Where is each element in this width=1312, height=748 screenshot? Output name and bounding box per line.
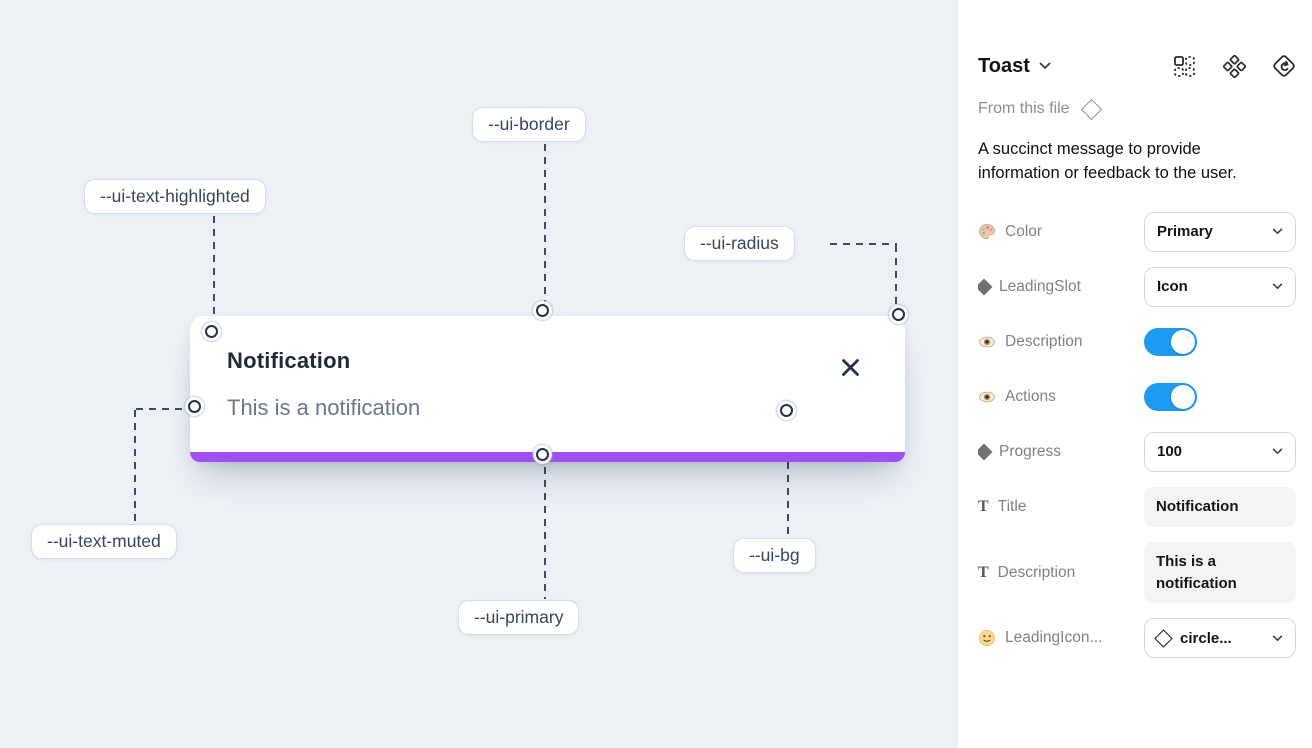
eye-icon [979, 336, 995, 348]
prop-row-progress: Progress 100 [978, 431, 1296, 472]
prop-row-leading-slot: LeadingSlot Icon [978, 266, 1296, 307]
var-label-ui-primary: --ui-primary [458, 600, 580, 635]
leading-icon-select[interactable]: circle... [1144, 618, 1296, 659]
component-icon[interactable] [1222, 54, 1246, 78]
prop-row-actions-toggle: Actions [978, 377, 1296, 417]
var-label-ui-radius: --ui-radius [684, 226, 795, 261]
variants-grid-icon[interactable] [1172, 54, 1196, 78]
prop-row-title: T Title Notification [978, 486, 1296, 527]
connector-line [213, 216, 215, 328]
connector-line [830, 243, 897, 245]
swap-instance-icon[interactable] [1272, 54, 1296, 78]
prop-label-actions: Actions [1005, 387, 1056, 405]
toast-close-button[interactable] [837, 354, 863, 380]
connector-dot [205, 325, 218, 338]
diamond-icon [978, 443, 993, 461]
connector-dot [892, 308, 905, 321]
component-description: A succinct message to provide informatio… [978, 140, 1237, 182]
connector-line [136, 408, 189, 410]
connector-line [134, 410, 136, 523]
smiley-icon [979, 630, 995, 647]
component-selector[interactable]: Toast [978, 55, 1051, 78]
prop-row-leading-icon: LeadingIcon... circle... [978, 618, 1296, 659]
connector-dot [536, 304, 549, 317]
description-toggle[interactable] [1144, 327, 1197, 356]
text-icon: T [978, 497, 989, 515]
toast-title: Notification [227, 348, 351, 373]
component-title: Toast [978, 54, 1030, 77]
x-icon [841, 358, 859, 376]
panel-header: Toast [978, 54, 1296, 78]
prop-label-color: Color [1005, 222, 1043, 240]
connector-line [544, 467, 546, 599]
source-row: From this file [978, 98, 1296, 120]
text-icon: T [978, 563, 989, 581]
connector-dot [536, 448, 549, 461]
diamond-icon [978, 278, 993, 296]
chevron-down-icon [1272, 228, 1283, 235]
diamond-icon [1080, 98, 1102, 120]
properties-list: Color Primary LeadingSlot Icon [978, 211, 1296, 659]
chevron-down-icon [1272, 283, 1283, 290]
actions-toggle[interactable] [1144, 382, 1197, 411]
prop-row-description-toggle: Description [978, 322, 1296, 362]
toast-component: Notification This is a notification [190, 316, 905, 462]
connector-dot [780, 404, 793, 417]
color-select[interactable]: Primary [1144, 211, 1296, 252]
var-label-ui-text-muted: --ui-text-muted [31, 524, 177, 559]
title-input[interactable]: Notification [1144, 486, 1296, 527]
description-input[interactable]: This is a notification [1144, 541, 1296, 604]
eye-icon [979, 391, 995, 403]
connector-line [787, 423, 789, 537]
progress-select[interactable]: 100 [1144, 431, 1296, 472]
source-label: From this file [978, 100, 1070, 117]
var-label-ui-text-highlighted: --ui-text-highlighted [84, 179, 266, 214]
palette-icon [978, 223, 996, 240]
var-label-ui-bg: --ui-bg [733, 538, 816, 573]
properties-panel: Toast [957, 0, 1312, 748]
prop-label-description: Description [1005, 332, 1083, 350]
prop-label-title: Title [997, 497, 1027, 515]
connector-dot [188, 400, 201, 413]
component-preview-canvas: Notification This is a notification --ui… [0, 0, 957, 748]
toast-description: This is a notification [227, 395, 421, 420]
prop-row-color: Color Primary [978, 211, 1296, 252]
prop-label-progress: Progress [999, 442, 1062, 460]
prop-label-leading-icon: LeadingIcon... [1005, 629, 1103, 647]
chevron-down-icon [1272, 448, 1283, 455]
chevron-down-icon [1272, 635, 1283, 641]
leading-slot-select[interactable]: Icon [1144, 266, 1296, 307]
diamond-icon [1154, 629, 1173, 648]
connector-line [544, 144, 546, 307]
var-label-ui-border: --ui-border [472, 107, 586, 142]
prop-row-description-text: T Description This is a notification [978, 541, 1296, 604]
connector-line [895, 245, 897, 311]
prop-label-leading-slot: LeadingSlot [999, 277, 1081, 295]
chevron-down-icon [1039, 62, 1051, 69]
prop-label-description-text: Description [997, 563, 1076, 581]
